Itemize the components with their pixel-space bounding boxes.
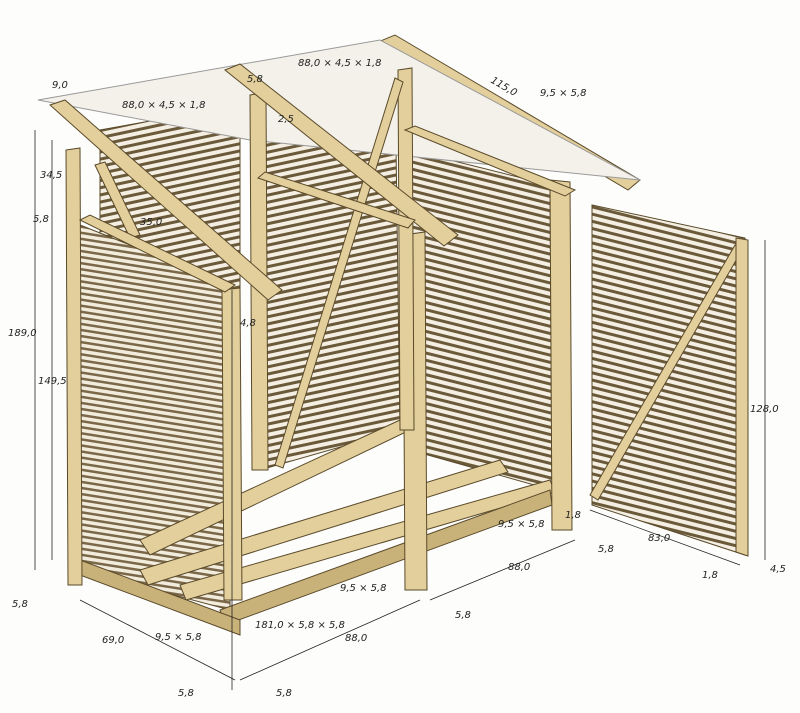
dim-door-frame: 1,8 (702, 570, 718, 581)
dim-door-thickness: 4,5 (770, 564, 786, 575)
dim-rear-span: 88,0 (508, 562, 530, 573)
dim-floor-joist: 181,0 × 5,8 × 5,8 (255, 620, 345, 631)
rail-right (403, 125, 577, 197)
door-panel (591, 204, 746, 556)
dim-total-height: 189,0 (8, 328, 37, 339)
dim-top-slat-right: 88,0 × 4,5 × 1,8 (298, 58, 382, 69)
diagonal-brace-left (94, 161, 141, 239)
dim-depth: 69,0 (102, 635, 124, 646)
dim-post-gap: 4,8 (240, 318, 256, 329)
dim-post-offset: 2,5 (278, 114, 294, 125)
dimension-lines (34, 130, 766, 690)
right-side-wall (409, 149, 553, 491)
dim-front-post-right: 5,8 (455, 610, 471, 621)
roof-sheet (37, 39, 641, 181)
dim-front-sill: 9,5 × 5,8 (340, 583, 387, 594)
dim-rail-height: 5,8 (33, 214, 49, 225)
rail-mid (257, 171, 416, 229)
door-frame (735, 237, 749, 557)
rail-left (78, 214, 236, 293)
dim-rear-sill: 9,5 × 5,8 (498, 519, 545, 530)
rafter-left (49, 99, 283, 301)
dim-top-slat-left: 88,0 × 4,5 × 1,8 (122, 100, 206, 111)
dim-rear-post: 5,8 (598, 544, 614, 555)
post-front-left (65, 147, 83, 586)
dim-roof-overhang: 9,0 (52, 80, 68, 91)
dim-wall-height: 149,5 (38, 376, 67, 387)
dim-side-sill: 9,5 × 5,8 (155, 632, 202, 643)
post-back-right (397, 67, 415, 431)
rafter-mid (224, 63, 459, 247)
post-right (549, 179, 573, 531)
dim-door-gap: 1,8 (565, 510, 581, 521)
dim-front-span: 88,0 (345, 633, 367, 644)
dim-door-height: 128,0 (750, 404, 779, 415)
dim-left-post: 5,8 (12, 599, 28, 610)
dim-corner-post-b: 5,8 (276, 688, 292, 699)
dim-upper-height: 34,5 (40, 170, 62, 181)
dim-rafter: 9,5 × 5,8 (540, 88, 587, 99)
dim-brace-length: 35,0 (140, 217, 162, 228)
dim-post-top: 5,8 (247, 74, 263, 85)
dim-door-width: 83,0 (648, 533, 670, 544)
dim-corner-post-a: 5,8 (178, 688, 194, 699)
